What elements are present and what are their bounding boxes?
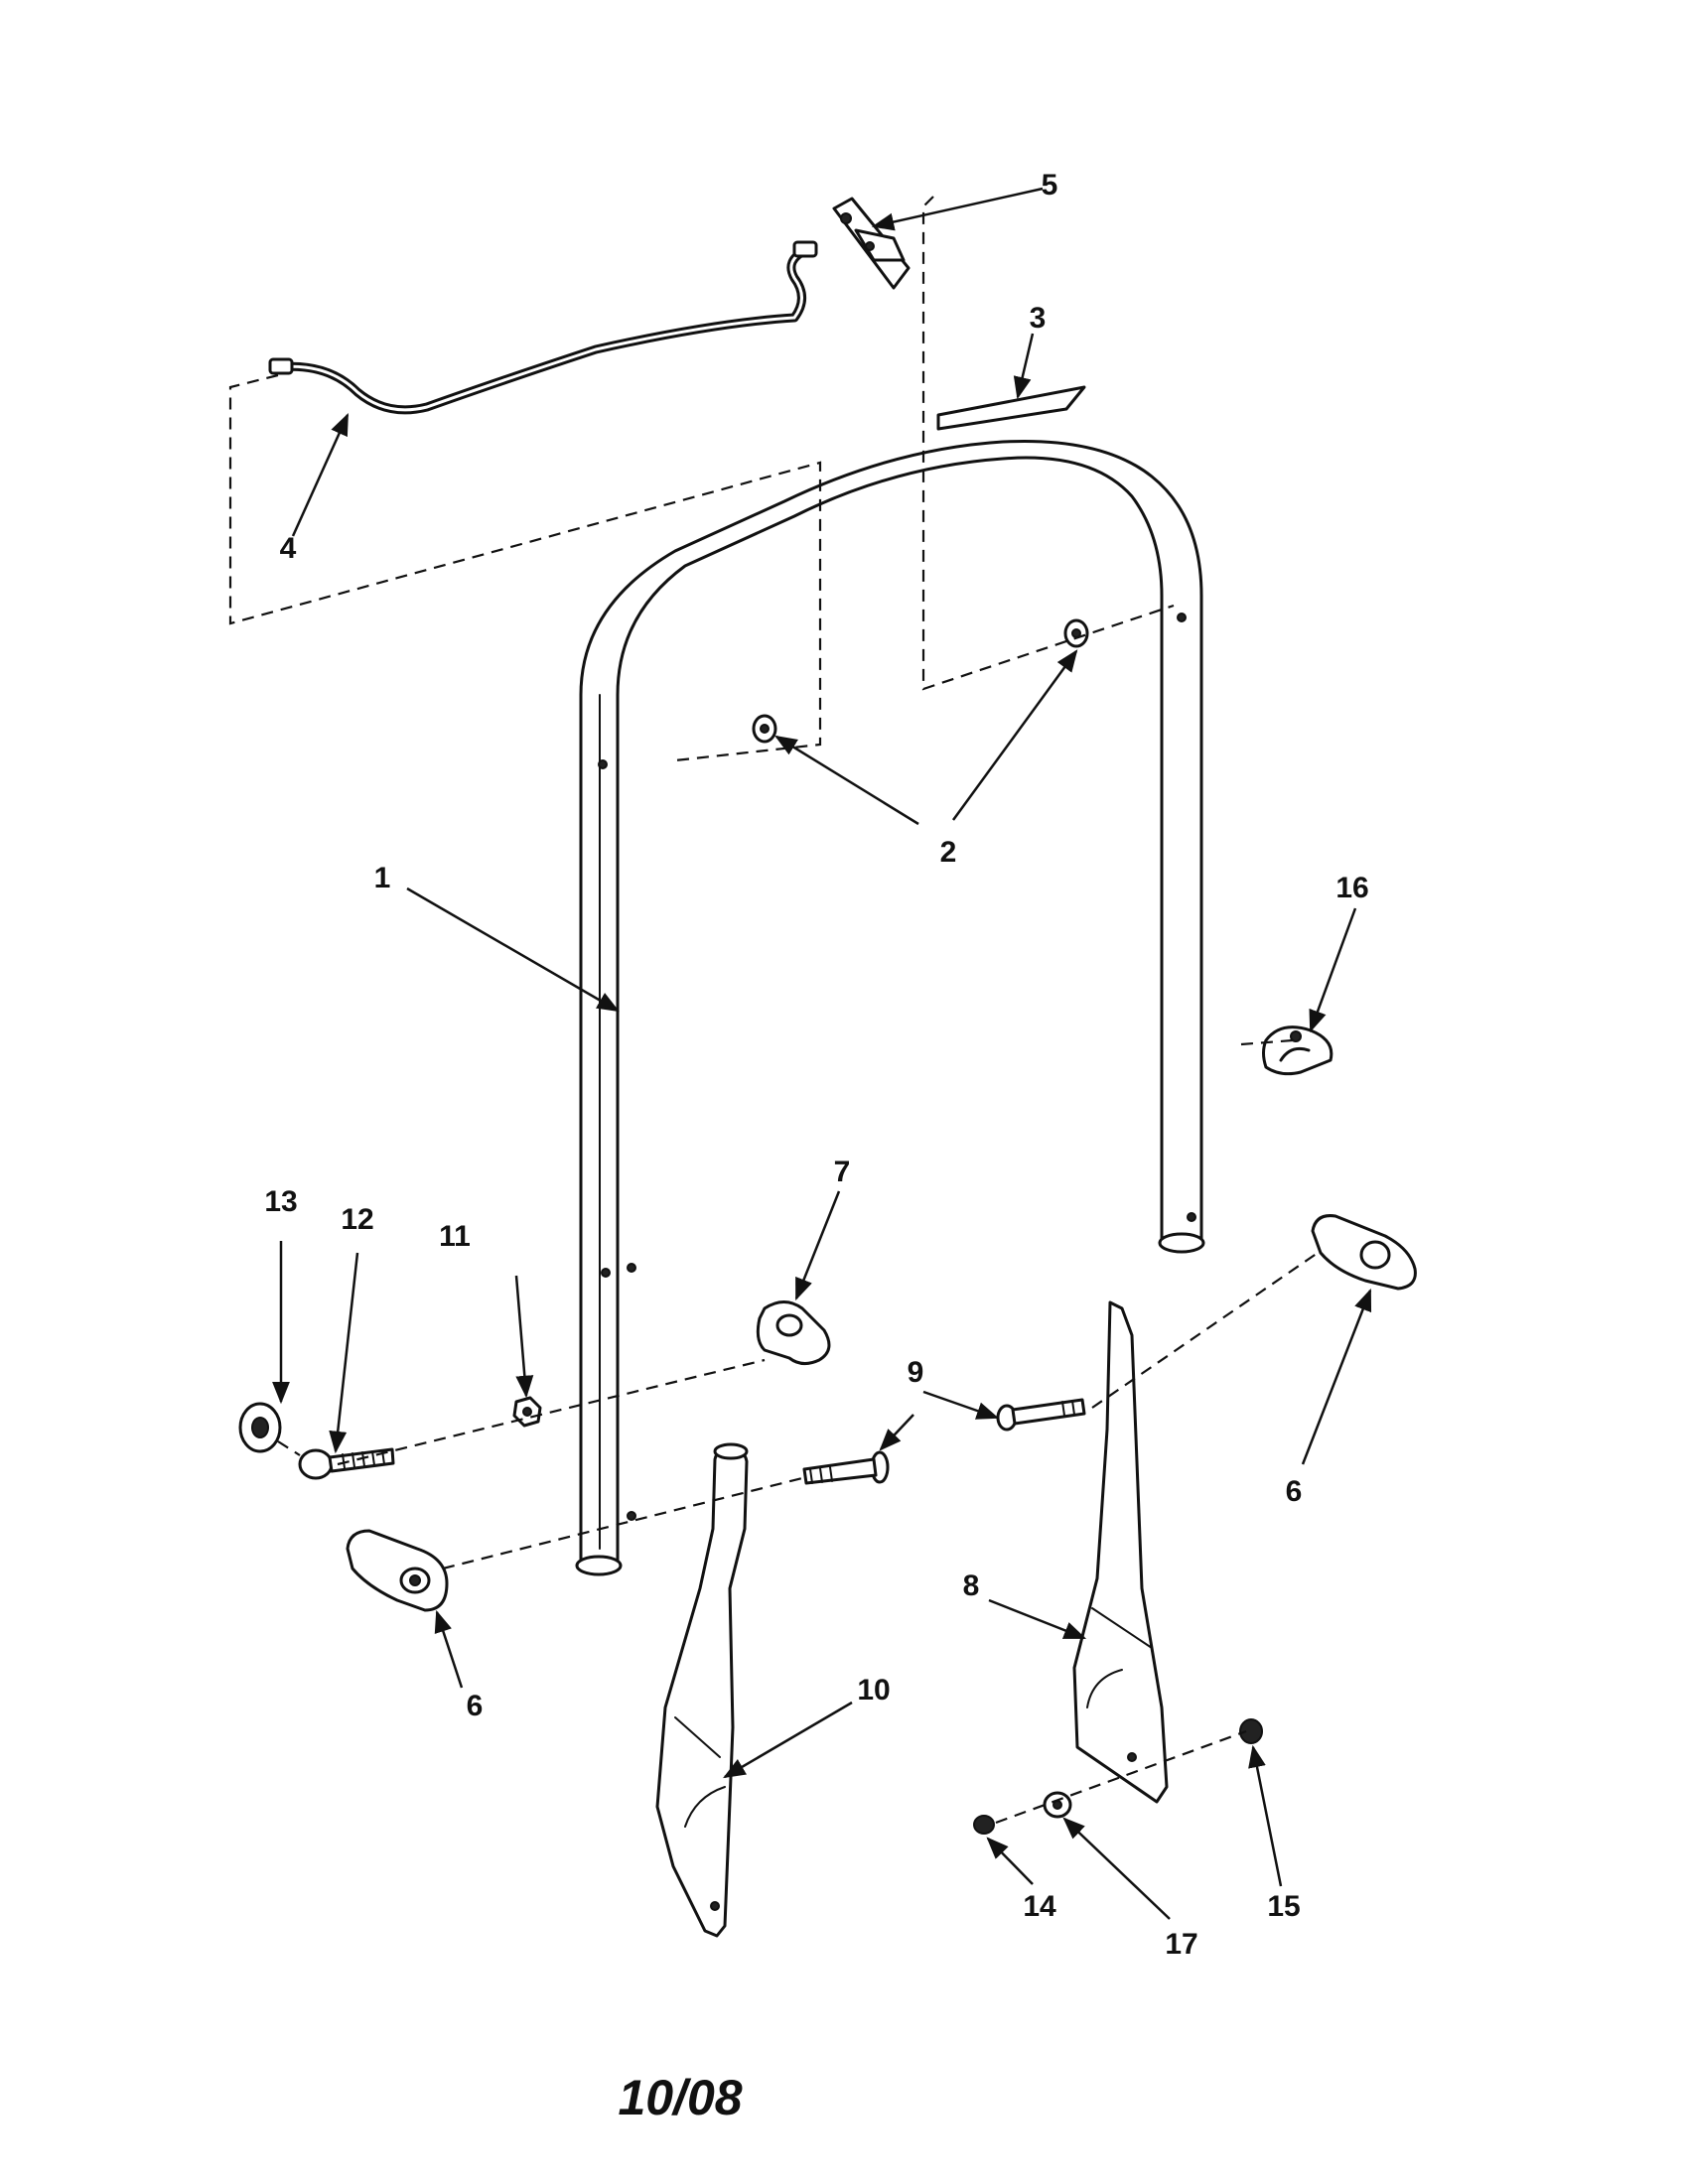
callout-15: 15 <box>1267 1890 1300 1923</box>
knob-part-right <box>1311 1214 1417 1291</box>
callout-13: 13 <box>264 1185 297 1218</box>
callout-8: 8 <box>963 1570 980 1602</box>
callout-17: 17 <box>1165 1928 1197 1961</box>
callout-5: 5 <box>1042 169 1058 202</box>
callout-labels: 1 2 3 4 5 6 6 7 8 9 10 11 12 13 14 15 16… <box>264 169 1368 1961</box>
callout-3: 3 <box>1030 302 1047 335</box>
callout-12: 12 <box>341 1203 373 1236</box>
decal-strip-part <box>936 385 1086 431</box>
handle-knob-part <box>756 1300 831 1365</box>
bracket-part <box>832 197 911 290</box>
callout-10: 10 <box>857 1674 890 1706</box>
washer-part-17 <box>1043 1791 1072 1819</box>
control-rod-part <box>268 240 818 415</box>
fastener-part-15 <box>1239 1718 1263 1744</box>
callout-6-right: 6 <box>1286 1475 1303 1508</box>
callout-9: 9 <box>908 1356 924 1389</box>
knob-washer-part <box>238 1402 282 1453</box>
revision-date: 10/08 <box>618 2070 742 2125</box>
carriage-bolt-part-left <box>802 1450 890 1485</box>
nut-part-right <box>1063 618 1089 648</box>
callout-2: 2 <box>940 836 957 869</box>
hex-nut-part <box>512 1396 542 1428</box>
callout-11: 11 <box>439 1220 471 1253</box>
callout-7: 7 <box>834 1156 851 1188</box>
callout-4: 4 <box>280 532 297 565</box>
cable-clip-part <box>1262 1025 1333 1076</box>
lower-handle-part-right <box>1072 1300 1169 1804</box>
callout-1: 1 <box>374 862 391 894</box>
carriage-bolt-part-right <box>996 1398 1086 1432</box>
upper-handle-part <box>575 439 1205 1576</box>
nut-part-left <box>752 714 777 744</box>
knob-part-left <box>346 1529 449 1612</box>
lower-handle-part-left <box>655 1442 749 1938</box>
fastener-part-14 <box>973 1815 995 1835</box>
callout-14: 14 <box>1023 1890 1056 1923</box>
leader-lines <box>272 187 1372 1920</box>
callout-6-left: 6 <box>467 1690 484 1722</box>
callout-16: 16 <box>1335 872 1368 904</box>
